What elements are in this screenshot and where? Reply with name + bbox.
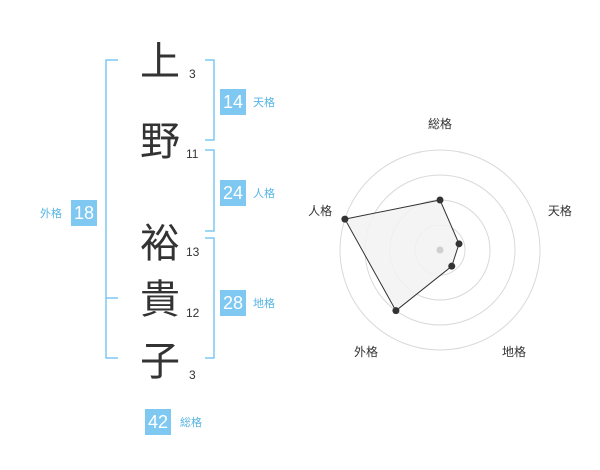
radar-ring-4 (339, 149, 541, 351)
radar-axis-label: 総格 (428, 117, 453, 131)
stroke-count-5: 3 (189, 368, 196, 382)
name-char-5: 子 (140, 339, 180, 385)
radar-point-総格 (436, 196, 444, 204)
name-char-1: 上 (140, 39, 180, 85)
radar-point-地格 (448, 262, 456, 270)
tenkaku-label: 天格 (253, 96, 275, 109)
radar-axis-label: 外格 (353, 344, 378, 359)
tenkaku-value: 14 (220, 89, 247, 115)
stroke-count-3: 13 (186, 245, 200, 259)
gaikaku-label: 外格 (40, 207, 62, 220)
jinkaku-label: 人格 (253, 187, 275, 200)
stroke-count-1: 3 (189, 67, 196, 81)
jinkaku-value: 24 (220, 180, 247, 206)
radar-axis-label: 地格 (502, 344, 527, 359)
stroke-count-2: 11 (186, 147, 199, 161)
name-char-4: 貴 (140, 277, 180, 323)
radar-point-外格 (392, 307, 400, 315)
radar-axis-label: 天格 (547, 204, 572, 219)
soukaku-value: 42 (145, 409, 172, 435)
chikaku-label: 地格 (253, 297, 275, 310)
radar-polygon (344, 199, 460, 312)
jinkaku-bracket (205, 149, 215, 232)
name-char-3: 裕 (140, 221, 180, 267)
soukaku-label: 総格 (180, 416, 202, 429)
stroke-count-4: 12 (186, 306, 200, 320)
radar-center-dot (436, 246, 444, 254)
radar-point-天格 (455, 240, 463, 248)
radar-point-人格 (341, 215, 349, 223)
radar-axis-label: 人格 (308, 204, 333, 219)
tenkaku-bracket (205, 59, 215, 141)
gaikaku-value: 18 (71, 200, 98, 226)
radar-points (341, 196, 463, 315)
gaikaku-bracket (105, 59, 118, 359)
chikaku-bracket (205, 237, 215, 359)
chikaku-value: 28 (220, 290, 247, 316)
name-char-2: 野 (140, 119, 180, 165)
